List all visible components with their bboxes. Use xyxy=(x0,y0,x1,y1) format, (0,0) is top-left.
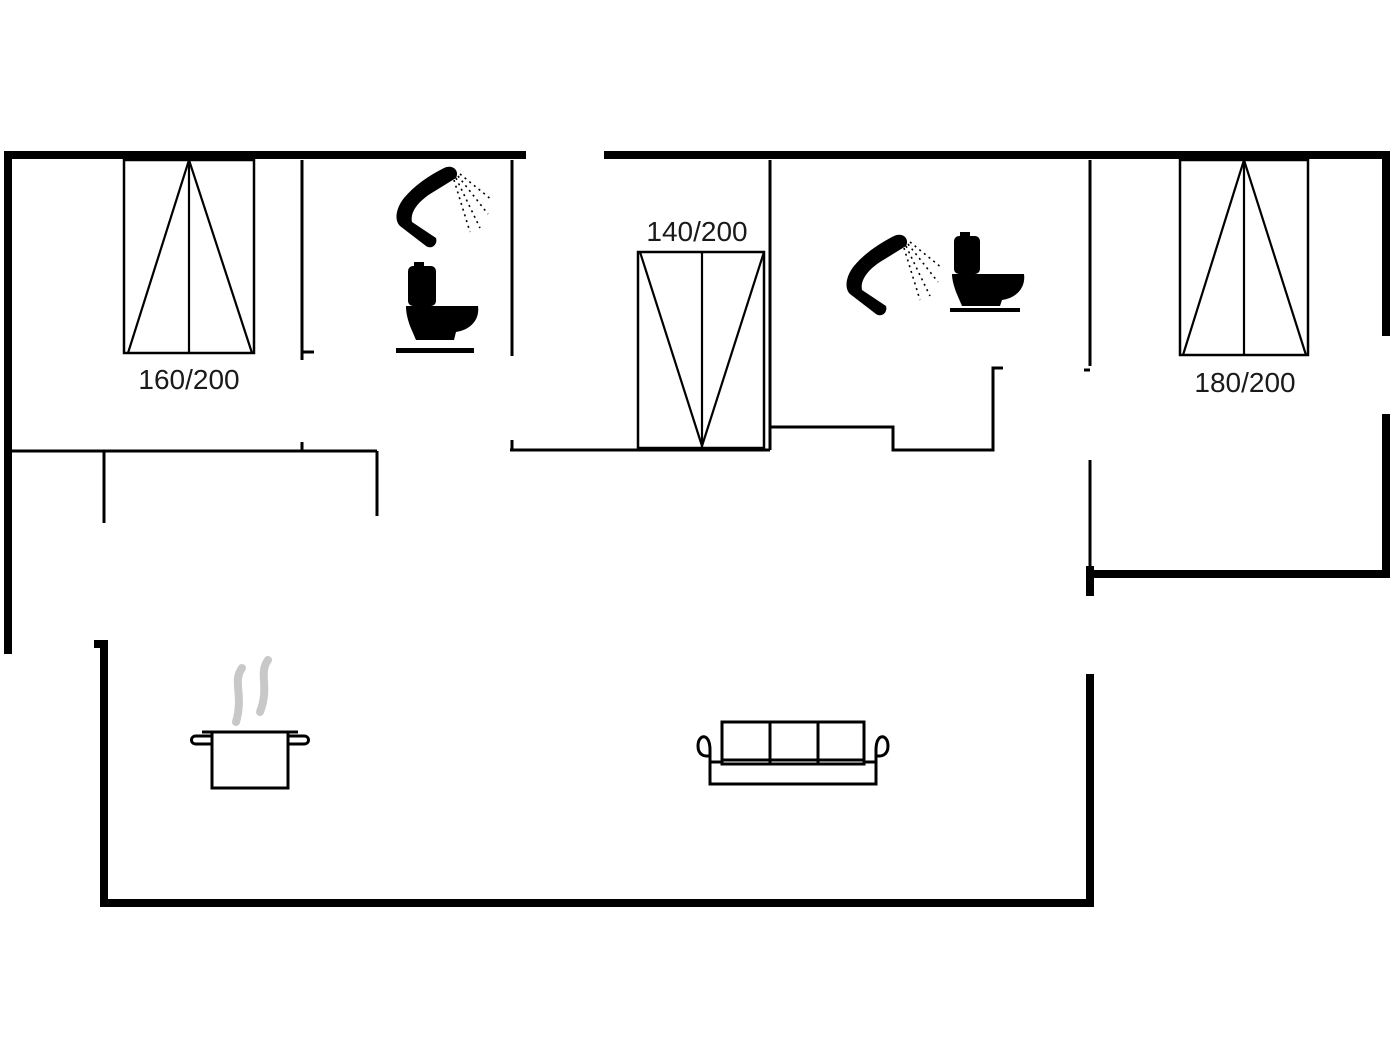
steam-left xyxy=(232,664,246,726)
pot-handle-left xyxy=(190,734,212,746)
toilet-bowl xyxy=(952,274,1025,306)
toilet-bowl xyxy=(406,306,479,340)
shower-icon xyxy=(396,166,493,248)
bed-140 xyxy=(636,250,766,450)
sofa-arm-left xyxy=(696,735,712,784)
bed-blanket xyxy=(638,251,766,450)
cooking-pot-icon xyxy=(190,656,310,790)
toilet-base xyxy=(950,308,1020,312)
toilet-tank xyxy=(954,236,980,274)
bed-blanket xyxy=(1181,156,1308,356)
bed-180 xyxy=(1178,156,1310,357)
bed-160 xyxy=(122,156,256,355)
toilet-lid xyxy=(960,232,970,238)
steam-right xyxy=(256,656,272,716)
pot-body xyxy=(210,730,290,790)
toilet-icon xyxy=(950,232,1025,312)
toilet-base xyxy=(396,348,474,353)
shower-spray xyxy=(903,241,943,301)
sofa-arm-right xyxy=(874,735,890,784)
bed-blanket xyxy=(126,156,254,354)
partition-bath2-south xyxy=(770,366,1003,452)
shower-icon xyxy=(846,234,943,316)
bed-size-label: 180/200 xyxy=(1194,367,1295,398)
partitions xyxy=(10,160,1092,574)
toilet-icon xyxy=(396,262,479,353)
shower-handle xyxy=(846,234,908,316)
bed-size-label: 140/200 xyxy=(646,216,747,247)
sofa-back xyxy=(720,720,866,766)
toilet-tank xyxy=(408,266,436,306)
shower-spray xyxy=(453,173,493,233)
walls xyxy=(4,151,1390,907)
toilet-lid xyxy=(414,262,424,268)
bed-size-label: 160/200 xyxy=(138,364,239,395)
shower-handle xyxy=(396,166,458,248)
pot-handle-right xyxy=(288,734,310,746)
sofa-icon xyxy=(696,720,890,786)
